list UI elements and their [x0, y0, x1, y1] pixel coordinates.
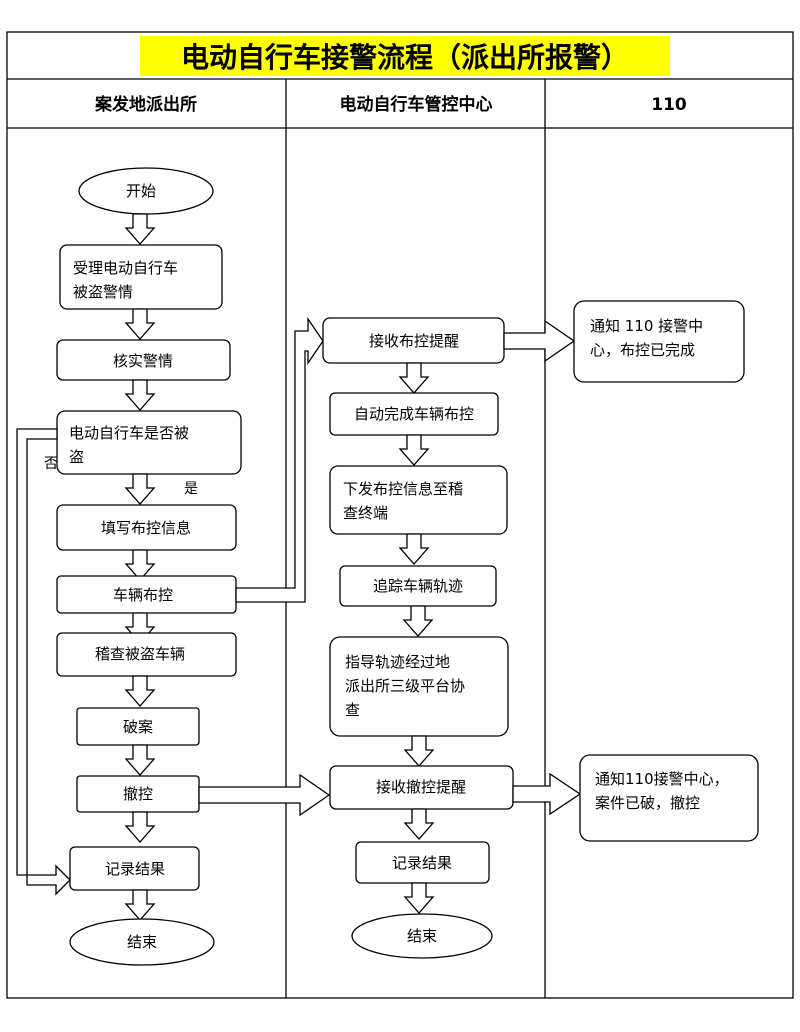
solve-label: 破案 [123, 718, 153, 736]
fill-info-label: 填写布控信息 [101, 519, 191, 537]
recv-deploy-label: 接收布控提醒 [369, 332, 459, 350]
guide-line3: 查 [345, 701, 360, 719]
verify-label: 核实警情 [113, 352, 173, 370]
issue-line1: 下发布控信息至稽 [343, 480, 463, 498]
notify-110-deploy-line1: 通知 110 接警中 [590, 317, 703, 335]
issue-box [329, 465, 508, 535]
inspect-label: 稽查被盗车辆 [95, 645, 185, 663]
arrow-center-to-110-withdraw [512, 772, 582, 816]
notify-110-withdraw-box [579, 754, 759, 842]
lane-header-110: 110 [651, 95, 687, 115]
receive-alarm-line2: 被盗警情 [73, 283, 133, 301]
issue-line2: 查终端 [343, 504, 388, 522]
guide-line2: 派出所三级平台协 [345, 677, 465, 695]
track-label: 追踪车辆轨迹 [373, 577, 463, 595]
page-title: 电动自行车接警流程（派出所报警） [181, 41, 629, 74]
end-label-center: 结束 [407, 927, 437, 945]
record-label-center: 记录结果 [392, 854, 452, 872]
start-label: 开始 [126, 182, 156, 200]
notify-110-deploy-line2: 心，布控已完成 [590, 341, 695, 359]
receive-alarm-line1: 受理电动自行车 [73, 259, 178, 277]
decision-line1: 电动自行车是否被 [69, 424, 189, 442]
notify-110-deploy-box [573, 300, 745, 383]
arrow-deploy-to-center [235, 316, 324, 603]
no-label: 否 [44, 456, 58, 472]
notify-110-withdraw-line1: 通知110接警中心， [595, 770, 729, 788]
lane-header-center: 电动自行车管控中心 [340, 94, 493, 115]
deploy-label: 车辆布控 [113, 586, 173, 604]
end-label-station: 结束 [127, 933, 157, 951]
end-node-center [351, 913, 493, 959]
yes-label: 是 [184, 481, 198, 497]
no-branch-arrow [16, 428, 71, 896]
arrow-center-to-110-deploy [503, 319, 576, 363]
withdraw-label: 撤控 [123, 785, 153, 803]
guide-line1: 指导轨迹经过地 [345, 653, 450, 671]
end-node-station [69, 918, 215, 966]
decision-line2: 盗 [69, 448, 84, 466]
title-highlight [140, 36, 670, 76]
auto-deploy-label: 自动完成车辆布控 [354, 405, 474, 423]
lane-header-station: 案发地派出所 [94, 94, 197, 115]
arrow-withdraw-to-center [198, 773, 331, 817]
decision-box [56, 410, 242, 475]
record-label-station: 记录结果 [105, 860, 165, 878]
recv-withdraw-label: 接收撤控提醒 [376, 778, 466, 796]
notify-110-withdraw-line2: 案件已破，撤控 [595, 794, 700, 812]
